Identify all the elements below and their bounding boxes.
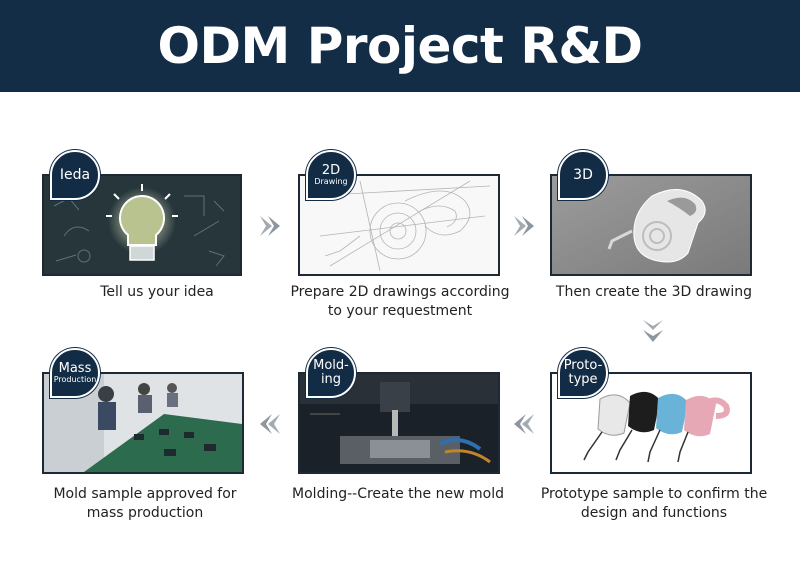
caption-line: Tell us your idea <box>42 283 272 302</box>
chevron-down-icon <box>641 318 665 344</box>
badge-sublabel: type <box>568 373 597 387</box>
badge-sublabel: Drawing <box>314 178 347 186</box>
step-badge-3d: 3D <box>558 150 608 200</box>
caption-line: to your requestment <box>282 302 518 321</box>
chevron-right-icon <box>258 214 282 238</box>
badge-label: 2D <box>322 164 340 178</box>
step-caption-molding: Molding--Create the new mold <box>282 485 514 504</box>
caption-line: design and functions <box>536 504 772 523</box>
header-banner: ODM Project R&D <box>0 0 800 92</box>
step-caption-mass-production: Mold sample approved for mass production <box>30 485 260 523</box>
step-badge-prototype: Proto- type <box>558 348 608 398</box>
step-caption-2d-drawing: Prepare 2D drawings according to your re… <box>282 283 518 321</box>
step-badge-2d-drawing: 2D Drawing <box>306 150 356 200</box>
badge-label: 3D <box>573 168 593 183</box>
step-caption-prototype: Prototype sample to confirm the design a… <box>536 485 772 523</box>
badge-sublabel: ing <box>321 373 341 387</box>
caption-line: Mold sample approved for <box>30 485 260 504</box>
page-title: ODM Project R&D <box>0 0 800 92</box>
chevron-right-icon <box>512 214 536 238</box>
step-caption-3d: Then create the 3D drawing <box>540 283 768 302</box>
caption-line: Molding--Create the new mold <box>282 485 514 504</box>
caption-line: Prototype sample to confirm the <box>536 485 772 504</box>
step-badge-mass-production: Mass Production <box>50 348 100 398</box>
badge-label: Proto- <box>564 359 603 373</box>
caption-line: Prepare 2D drawings according <box>282 283 518 302</box>
chevron-left-icon <box>512 412 536 436</box>
caption-line: Then create the 3D drawing <box>540 283 768 302</box>
badge-label: Mass <box>59 362 92 376</box>
step-badge-idea: Ieda <box>50 150 100 200</box>
badge-sublabel: Production <box>54 376 97 384</box>
badge-label: Ieda <box>60 168 90 183</box>
step-badge-molding: Mold- ing <box>306 348 356 398</box>
chevron-left-icon <box>258 412 282 436</box>
badge-label: Mold- <box>313 359 349 373</box>
caption-line: mass production <box>30 504 260 523</box>
step-caption-idea: Tell us your idea <box>42 283 272 302</box>
